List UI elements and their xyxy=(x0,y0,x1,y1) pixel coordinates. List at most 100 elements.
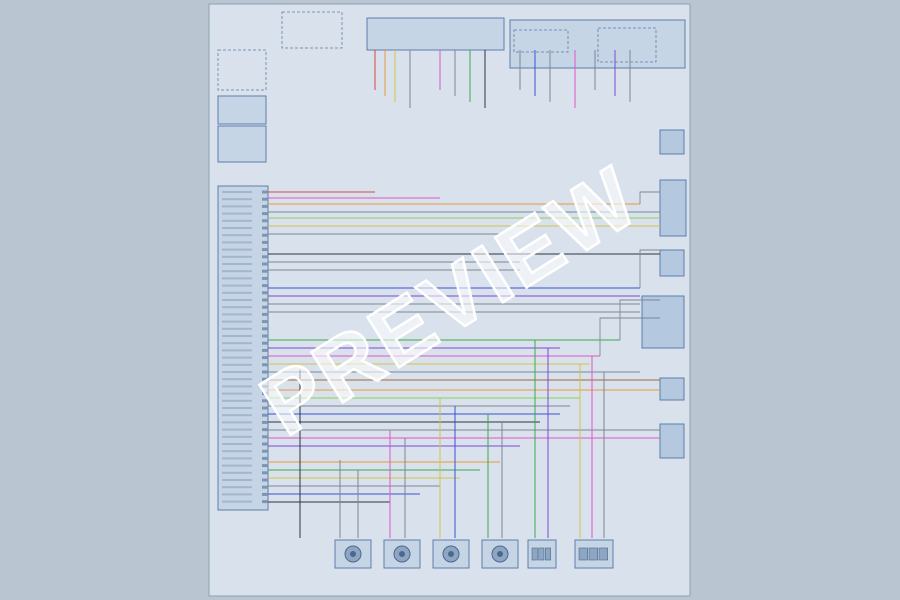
module-pin xyxy=(262,413,268,417)
wire xyxy=(639,191,660,204)
module-pin xyxy=(262,341,268,345)
sensor-core xyxy=(497,551,503,557)
pin-label-line xyxy=(222,356,252,359)
sensor-terminal xyxy=(598,547,608,561)
pin-label-line xyxy=(222,349,252,352)
module-pin xyxy=(262,312,268,316)
connector-r6 xyxy=(659,423,685,459)
relay-coil-box xyxy=(513,29,569,53)
pin-label-line xyxy=(222,385,252,388)
pin-label-line xyxy=(222,277,252,280)
pin-label-line xyxy=(222,291,252,294)
aux-module-3 xyxy=(217,125,267,163)
pin-label-line xyxy=(222,414,252,417)
pin-label-line xyxy=(222,450,252,453)
module-pin xyxy=(262,420,268,424)
module-pin xyxy=(262,240,268,244)
pin-label-line xyxy=(222,399,252,402)
top-fuse-blocks xyxy=(281,11,686,69)
module-pin xyxy=(262,320,268,324)
pin-label-line xyxy=(222,493,252,496)
module-pin xyxy=(262,284,268,288)
module-pin xyxy=(262,356,268,360)
sensor-terminal xyxy=(545,547,551,561)
pin-label-line xyxy=(222,363,252,366)
module-pin xyxy=(262,233,268,237)
module-pin xyxy=(262,363,268,367)
module-pin xyxy=(262,384,268,388)
pin-label-line xyxy=(222,234,252,237)
sensor-terminal xyxy=(578,547,588,561)
pin-label-line xyxy=(222,227,252,229)
sensor-core xyxy=(350,551,356,557)
pin-label-line xyxy=(222,212,252,215)
pin-label-line xyxy=(222,378,252,381)
pin-label-line xyxy=(222,500,252,503)
pin-label-line xyxy=(222,255,252,258)
module-pin xyxy=(262,370,268,374)
module-pin xyxy=(262,269,268,273)
pin-label-line xyxy=(222,421,252,424)
module-pin xyxy=(262,377,268,381)
module-pin xyxy=(262,248,268,252)
module-pin xyxy=(262,500,268,504)
pin-label-line xyxy=(222,313,252,316)
connector-r3 xyxy=(659,249,685,277)
relay-block-right xyxy=(509,19,686,69)
diagram-sheet xyxy=(208,3,691,597)
connector-r1 xyxy=(659,129,685,155)
aux-module-1 xyxy=(217,49,267,91)
pin-label-line xyxy=(222,471,252,474)
module-pin xyxy=(262,471,268,475)
pin-label-line xyxy=(222,407,252,409)
connector-r2 xyxy=(659,179,687,237)
module-pin xyxy=(262,456,268,460)
module-pin xyxy=(262,262,268,266)
sensor-terminal xyxy=(538,547,545,561)
wire xyxy=(639,249,660,288)
pin-label-line xyxy=(222,443,252,445)
module-pin xyxy=(262,449,268,453)
module-pin xyxy=(262,327,268,331)
wire xyxy=(619,299,660,340)
pin-label-line xyxy=(222,486,252,489)
module-pin xyxy=(262,226,268,230)
module-pin xyxy=(262,348,268,352)
wire-harness xyxy=(268,50,660,538)
pin-label-line xyxy=(222,327,252,330)
pin-label-line xyxy=(222,248,252,251)
sensor-core xyxy=(399,551,405,557)
pin-label-line xyxy=(222,320,252,323)
fuse-block-left xyxy=(281,11,343,49)
aux-module-2 xyxy=(217,95,267,125)
pin-label-line xyxy=(222,241,252,244)
module-pin xyxy=(262,197,268,201)
pin-label-line xyxy=(222,479,252,481)
pin-label-line xyxy=(222,428,252,431)
pin-label-line xyxy=(222,270,252,273)
pin-label-line xyxy=(222,299,252,301)
module-pin xyxy=(262,406,268,410)
module-pin xyxy=(262,276,268,280)
module-pin xyxy=(262,428,268,432)
pin-label-line xyxy=(222,457,252,460)
pin-label-line xyxy=(222,191,252,193)
main-control-module xyxy=(217,185,269,511)
module-pin xyxy=(262,399,268,403)
pin-label-line xyxy=(222,371,252,373)
pin-label-line xyxy=(222,435,252,438)
connector-r4 xyxy=(641,295,685,349)
sensor-core xyxy=(448,551,454,557)
module-pin xyxy=(262,255,268,259)
module-pin xyxy=(262,435,268,439)
wire xyxy=(599,317,660,356)
module-pin xyxy=(262,464,268,468)
module-pin xyxy=(262,492,268,496)
module-pin xyxy=(262,392,268,396)
module-pin xyxy=(262,190,268,194)
module-pin xyxy=(262,204,268,208)
module-pin xyxy=(262,442,268,446)
left-auxiliary-modules xyxy=(217,49,267,163)
pin-label-line xyxy=(222,219,252,222)
